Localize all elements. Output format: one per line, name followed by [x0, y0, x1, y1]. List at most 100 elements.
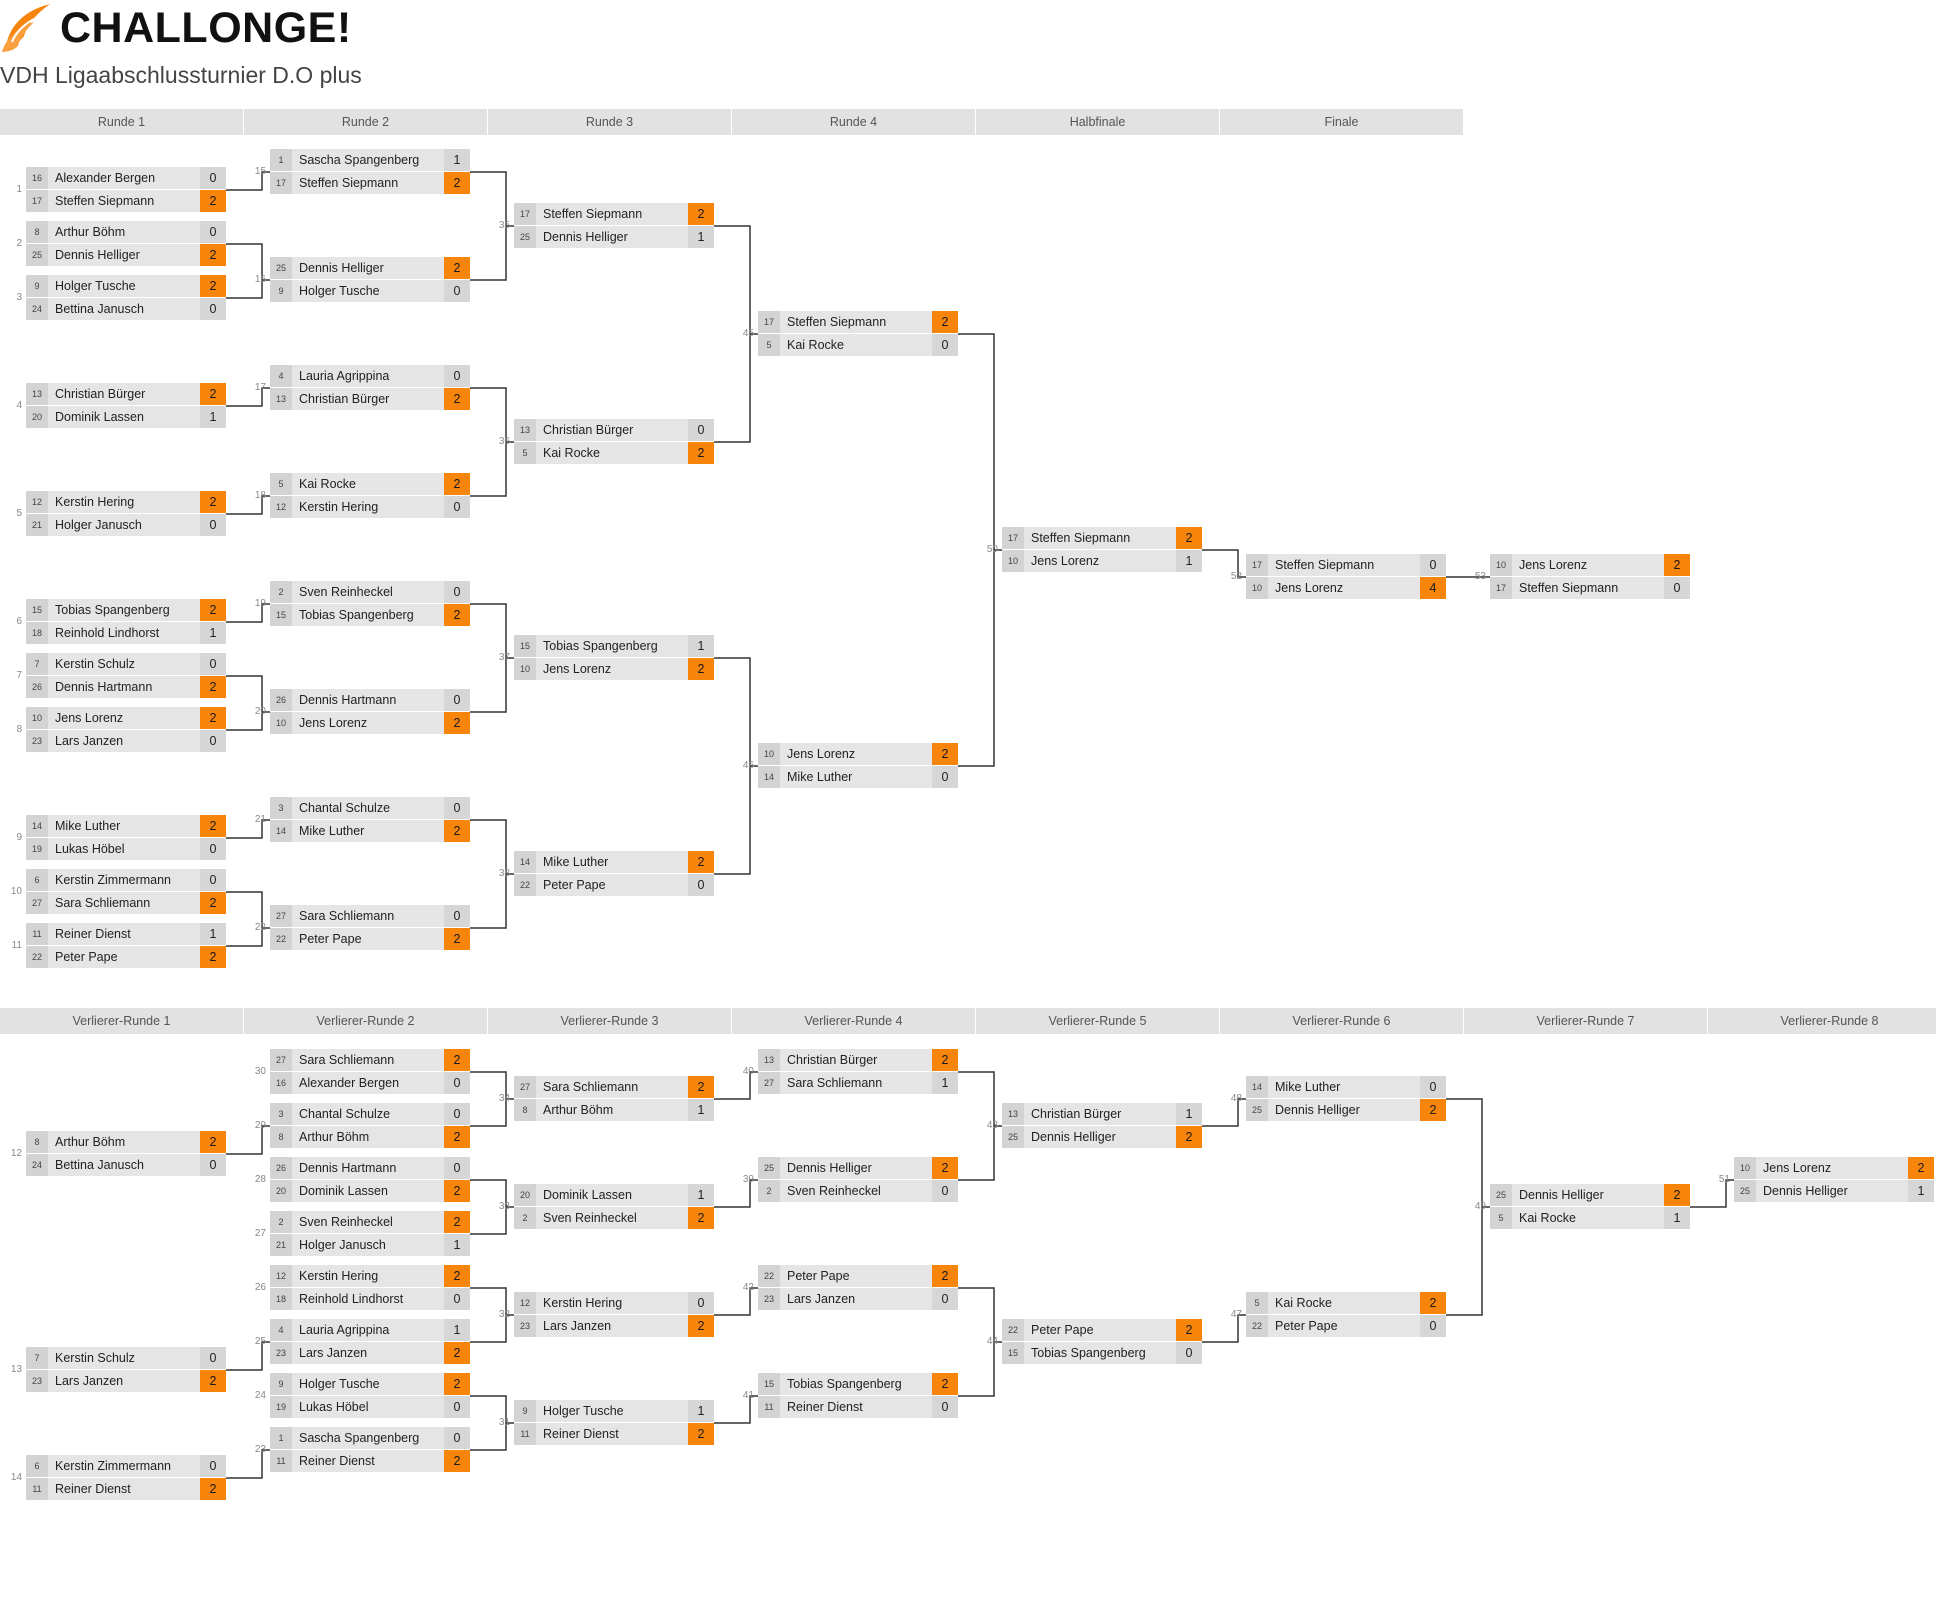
challonge-logo[interactable]: CHALLONGE! — [0, 0, 352, 56]
